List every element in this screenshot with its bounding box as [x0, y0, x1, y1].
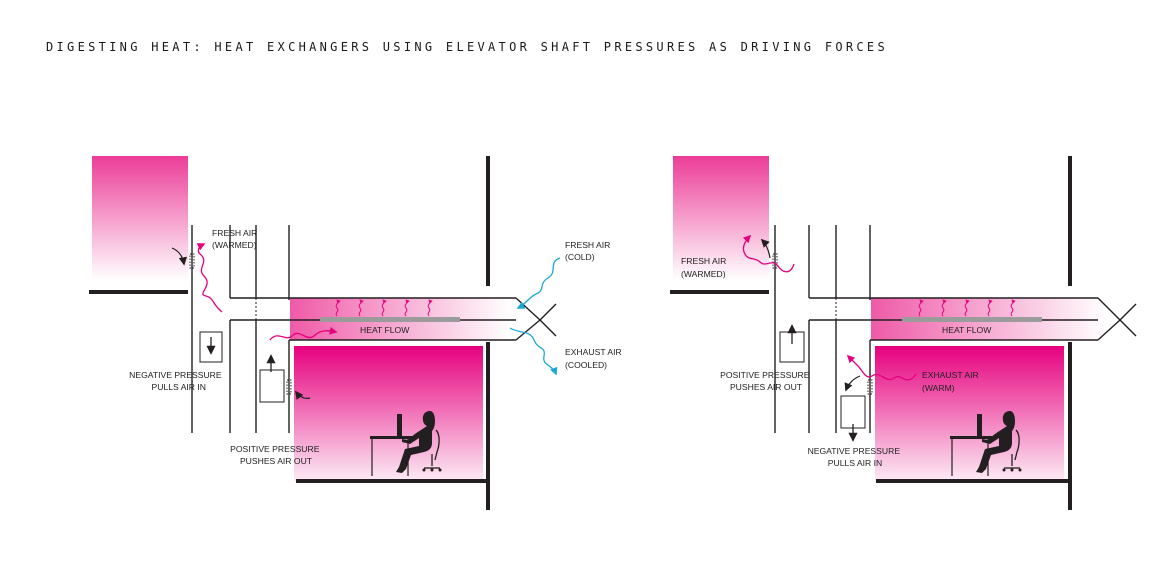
right-fresh-warm-air-squiggle — [742, 234, 795, 273]
left-exhaust-warm-squiggle — [269, 326, 338, 341]
left-label-exhaust-air-cooled: EXHAUST AIR (COOLED) — [565, 347, 624, 370]
left-office-room — [294, 346, 483, 481]
left-label-positive-pressure: POSITIVE PRESSURE PUSHES AIR OUT — [230, 444, 322, 466]
right-office-room — [875, 346, 1064, 481]
left-label-fresh-air-warmed: FRESH AIR (WARMED) — [212, 228, 260, 250]
left-warm-zone-upper — [92, 156, 188, 280]
page-title: DIGESTING HEAT: HEAT EXCHANGERS USING EL… — [46, 40, 888, 54]
right-label-exhaust-air-warm: EXHAUST AIR (WARM) — [922, 370, 981, 393]
left-label-negative-pressure: NEGATIVE PRESSURE PULLS AIR IN — [129, 370, 224, 392]
right-exhaust-warm-squiggle — [846, 354, 917, 381]
right-label-fresh-air-warmed: FRESH AIR (WARMED) — [681, 256, 729, 279]
left-panel: FRESH AIR (WARMED) FRESH AIR (COLD) HEAT… — [89, 156, 624, 510]
left-exhaust-cooled-squiggle — [509, 327, 558, 376]
right-label-negative-pressure: NEGATIVE PRESSURE PULLS AIR IN — [808, 446, 903, 468]
left-fresh-warm-air-squiggle — [196, 243, 223, 313]
right-label-positive-pressure: POSITIVE PRESSURE PUSHES AIR OUT — [720, 370, 812, 392]
right-elevator-cab-2 — [840, 395, 866, 429]
left-label-fresh-air-cold: FRESH AIR (COLD) — [565, 240, 613, 262]
left-elevator-cab-2 — [259, 369, 285, 403]
right-label-heat-flow: HEAT FLOW — [942, 325, 992, 335]
left-arrow-curve-out — [294, 390, 311, 400]
right-arrow-curve-in — [844, 375, 861, 392]
right-panel: FRESH AIR (WARMED) HEAT FLOW EXHAUST AIR… — [670, 156, 1137, 510]
right-arrow-curve-out — [760, 238, 771, 259]
left-arrow-curve-in — [171, 247, 188, 266]
left-fresh-cold-air-squiggle — [516, 257, 561, 309]
left-label-heat-flow: HEAT FLOW — [360, 325, 410, 335]
